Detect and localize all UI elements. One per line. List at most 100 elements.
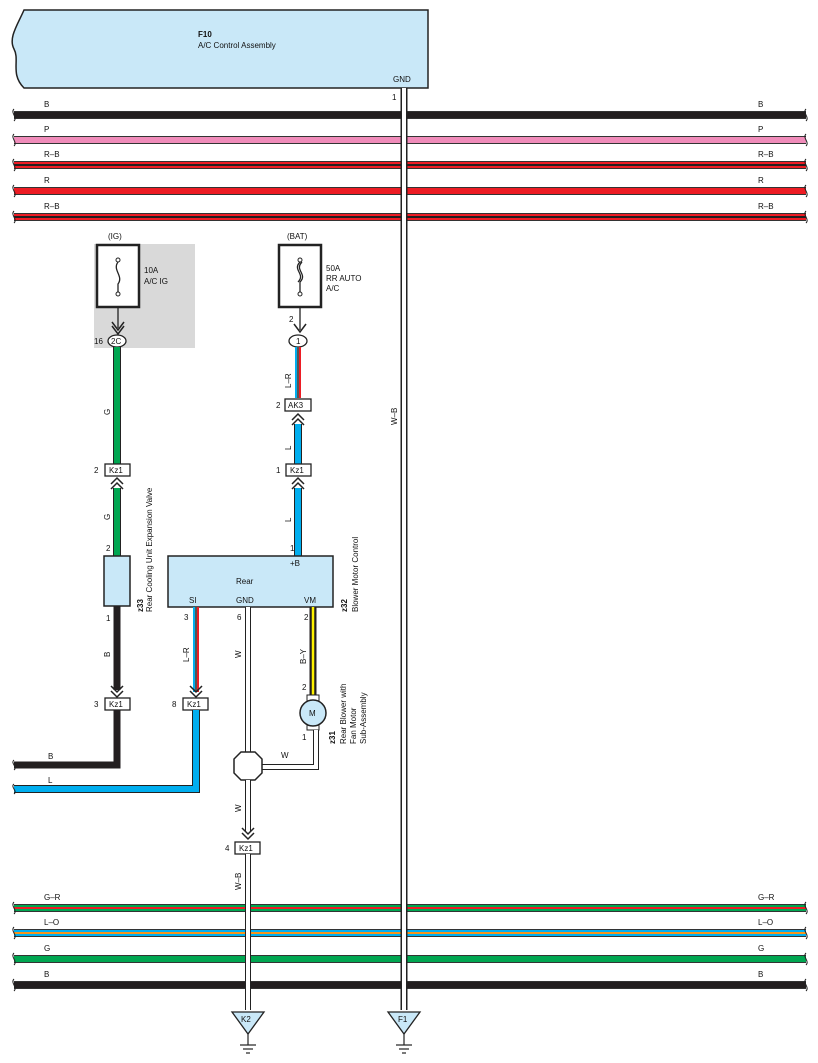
ig-fuse-body bbox=[95, 243, 141, 309]
motor-gnd-label: W bbox=[281, 751, 289, 760]
rear-control-pin-si: SI bbox=[189, 596, 197, 605]
connector-kz1-right-top-pin: 1 bbox=[276, 466, 281, 475]
connector-kz1-left-top-label: Kz1 bbox=[109, 466, 123, 475]
motor-pin-top: 2 bbox=[302, 683, 307, 692]
f10-component-box bbox=[11, 9, 429, 89]
ig-fuse-name: A/C IG bbox=[144, 277, 168, 286]
top-bus-wire-label-right: B bbox=[758, 100, 763, 109]
connector-kz1-right-top-label: Kz1 bbox=[290, 466, 304, 475]
connector-kz1-left-bottom-pin: 3 bbox=[94, 700, 99, 709]
ig-connector-pin: 16 bbox=[94, 337, 103, 346]
bat-wire-label: L–R bbox=[284, 373, 293, 388]
connector-kz1-gnd-label: Kz1 bbox=[239, 844, 253, 853]
ig-connector-label: 2C bbox=[111, 337, 121, 346]
top-bus-wire-label-right: R–B bbox=[758, 150, 774, 159]
bottom-bus-wire-label-left: L–O bbox=[44, 918, 59, 927]
gnd-wire-label: W bbox=[234, 650, 243, 658]
top-bus-wire-label-right: P bbox=[758, 125, 763, 134]
bottom-bus-wire-label-left: G–R bbox=[44, 893, 61, 902]
connector-kz1-right-top bbox=[285, 463, 312, 477]
ig-wire-label: G bbox=[103, 409, 112, 415]
rear-control-pin-vm-no: 2 bbox=[304, 613, 309, 622]
valve-pin-bottom: 1 bbox=[106, 614, 111, 623]
bat-wire-3-label: L bbox=[284, 517, 293, 522]
f10-gnd-pin: 1 bbox=[392, 93, 397, 102]
bat-fuse-name-1: RR AUTO bbox=[326, 274, 361, 283]
bottom-bus-wire-label-right: B bbox=[758, 970, 763, 979]
bat-wire-2-label: L bbox=[284, 445, 293, 450]
connector-ak3-pin: 2 bbox=[276, 401, 281, 410]
rear-control-pin-b: +B bbox=[290, 559, 300, 568]
bat-fuse-element bbox=[296, 261, 304, 292]
ig-fuse-element bbox=[115, 261, 121, 292]
connector-kz1-left-top bbox=[104, 463, 131, 477]
left-exit-wire-b bbox=[14, 710, 121, 769]
motor-pin-bottom: 1 bbox=[302, 733, 307, 742]
bottom-bus-wire-label-right: G bbox=[758, 944, 764, 953]
bottom-wire-bus: G–R G–R L–O L–O G G B B bbox=[12, 893, 808, 992]
bat-fuse-pin: 2 bbox=[289, 315, 294, 324]
rear-control-title: Rear bbox=[236, 577, 254, 586]
ground-f1-label: F1 bbox=[398, 1015, 408, 1024]
left-exit-wire-l bbox=[14, 710, 199, 792]
kz1-gnd-out-label: W–B bbox=[234, 873, 243, 890]
rear-control-pin-si-no: 3 bbox=[184, 613, 189, 622]
motor-name-3: Sub-Assembly bbox=[359, 692, 368, 744]
left-exit-b-label: B bbox=[48, 752, 53, 761]
top-bus-wire-label-left: B bbox=[44, 100, 49, 109]
motor-symbol: M bbox=[309, 709, 316, 718]
top-bus-wire-label-right: R bbox=[758, 176, 764, 185]
si-wire-label: L–R bbox=[182, 647, 191, 662]
rear-control-pin-b-no: 1 bbox=[290, 544, 295, 553]
bat-connector-label: 1 bbox=[296, 337, 301, 346]
bat-fuse-rating: 50A bbox=[326, 264, 341, 273]
rear-control-pin-vm: VM bbox=[304, 596, 316, 605]
rear-control-name: Blower Motor Control bbox=[351, 537, 360, 612]
bat-fuse-supply: (BAT) bbox=[287, 232, 308, 241]
connector-kz1-left-bottom-label: Kz1 bbox=[109, 700, 123, 709]
ig-wire-2-label: G bbox=[103, 514, 112, 520]
wb-main-wire-label: W–B bbox=[390, 408, 399, 425]
top-bus-wire-label-left: R–B bbox=[44, 202, 60, 211]
ground-f1: F1 bbox=[386, 1011, 422, 1054]
rear-blower-control-box bbox=[167, 555, 334, 608]
splice-junction bbox=[233, 751, 263, 781]
rear-control-pin-gnd-no: 6 bbox=[237, 613, 242, 622]
valve-pin-top: 2 bbox=[106, 544, 111, 553]
ground-k2-label: K2 bbox=[241, 1015, 251, 1024]
ground-k2: K2 bbox=[230, 1011, 266, 1054]
motor-id: z31 bbox=[328, 731, 337, 744]
valve-id: z33 bbox=[136, 599, 145, 612]
connector-kz1-left-top-pin: 2 bbox=[94, 466, 99, 475]
left-exit-l-label: L bbox=[48, 776, 53, 785]
connector-kz1-si-pin: 8 bbox=[172, 700, 177, 709]
motor-gnd-wire-w bbox=[262, 730, 318, 769]
bat-fuse-name-2: A/C bbox=[326, 284, 340, 293]
motor-name-1: Rear Blower with bbox=[339, 684, 348, 744]
bottom-bus-wire-label-right: G–R bbox=[758, 893, 775, 902]
vm-wire-label: B–Y bbox=[299, 648, 308, 664]
valve-name: Rear Cooling Unit Expansion Valve bbox=[145, 487, 154, 612]
f10-id: F10 bbox=[198, 30, 212, 39]
bottom-bus-wire-label-right: L–O bbox=[758, 918, 773, 927]
connector-ak3-label: AK3 bbox=[288, 401, 304, 410]
top-bus-wire-label-left: R bbox=[44, 176, 50, 185]
junction-out-label: W bbox=[234, 804, 243, 812]
top-bus-wire-label-left: P bbox=[44, 125, 49, 134]
bottom-bus-wire-label-left: G bbox=[44, 944, 50, 953]
connector-kz1-gnd-pin: 4 bbox=[225, 844, 230, 853]
top-bus-wire-label-right: R–B bbox=[758, 202, 774, 211]
expansion-valve-box bbox=[103, 555, 131, 607]
connector-kz1-si-label: Kz1 bbox=[187, 700, 201, 709]
top-bus-wire-label-left: R–B bbox=[44, 150, 60, 159]
ig-fuse-supply: (IG) bbox=[108, 232, 122, 241]
rear-control-pin-gnd: GND bbox=[236, 596, 254, 605]
f10-name: A/C Control Assembly bbox=[198, 41, 276, 50]
blower-motor-icon bbox=[299, 699, 327, 727]
top-wire-bus: B B P P R–B R–B R R R–B R–B bbox=[12, 100, 808, 224]
rear-control-id: z32 bbox=[340, 599, 349, 612]
valve-out-label: B bbox=[103, 652, 112, 657]
bottom-bus-wire-label-left: B bbox=[44, 970, 49, 979]
connector-ak3 bbox=[284, 398, 312, 412]
